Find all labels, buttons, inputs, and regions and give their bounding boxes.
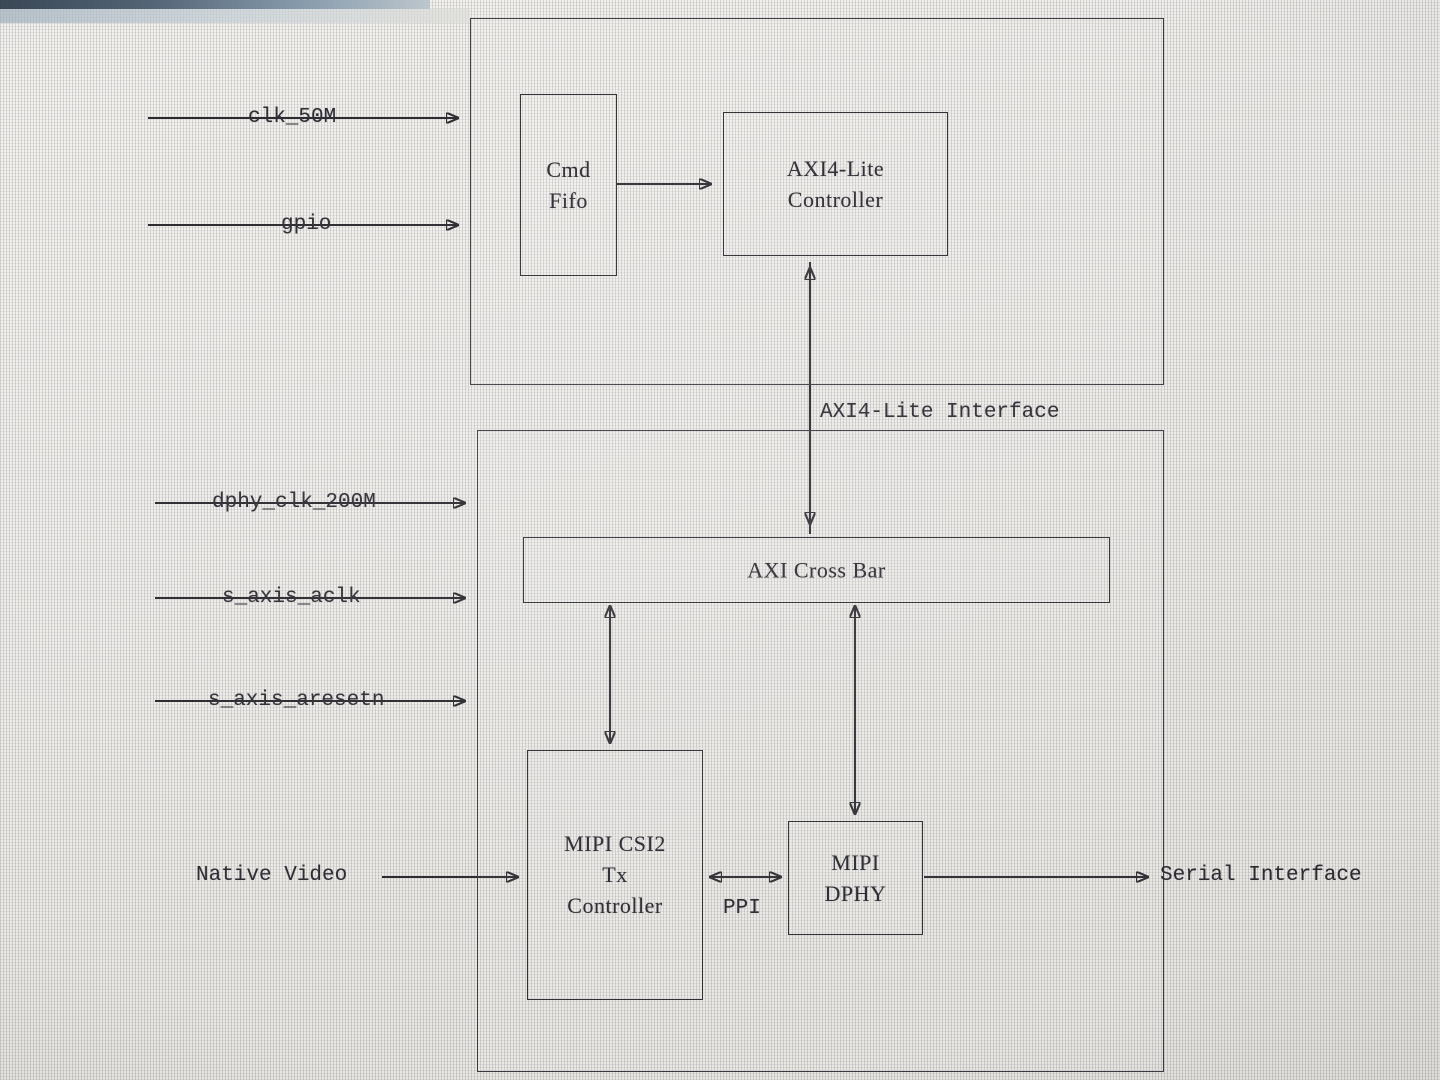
interconnect-label-axi4-lite-interface: AXI4-Lite Interface [820,401,1060,424]
axi4-lite-controller-block[interactable]: AXI4-Lite Controller [723,112,948,256]
mipi-csi2-tx-controller-block[interactable]: MIPI CSI2 Tx Controller [527,750,703,1000]
input-label-clk-50m: clk_50M [248,106,337,129]
input-label-s-axis-aclk: s_axis_aclk [222,586,361,609]
input-label-native-video: Native Video [196,864,348,887]
photo-top-band [0,0,430,9]
axi-cross-bar-label: AXI Cross Bar [747,557,886,583]
mipi-dphy-block[interactable]: MIPI DPHY [788,821,923,935]
cmd-fifo-block[interactable]: Cmd Fifo [520,94,617,276]
mipi-dphy-label: MIPI DPHY [824,849,887,906]
photo-top-band-secondary [0,9,470,23]
mipi-csi2-tx-controller-label: MIPI CSI2 Tx Controller [564,831,666,919]
input-label-s-axis-aresetn: s_axis_aresetn [208,689,385,712]
interconnect-label-ppi: PPI [723,897,761,920]
input-label-gpio: gpio [281,213,332,236]
cmd-fifo-label: Cmd Fifo [546,156,591,213]
control-block[interactable] [470,18,1164,385]
input-label-dphy-clk-200m: dphy_clk_200M [212,491,376,514]
axi-cross-bar-block[interactable]: AXI Cross Bar [523,537,1110,603]
output-label-serial-interface: Serial Interface [1160,864,1362,887]
axi4-lite-controller-label: AXI4-Lite Controller [786,155,885,212]
